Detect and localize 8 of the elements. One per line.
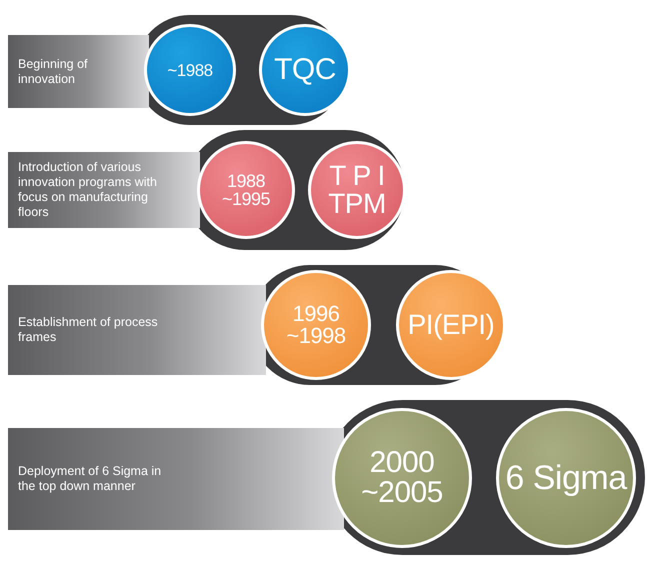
label-band [8,35,149,108]
label-band [8,428,344,530]
label-band [8,285,266,375]
description-text: Introduction of various innovation programs with focus on manufacturing floors [18,160,158,220]
description-text: Deployment of 6 Sigma in the top down manner [18,464,162,494]
description-text: Establishment of process frames [18,315,159,345]
label-band [8,152,200,228]
description-text: Beginning of innovation [18,56,89,86]
